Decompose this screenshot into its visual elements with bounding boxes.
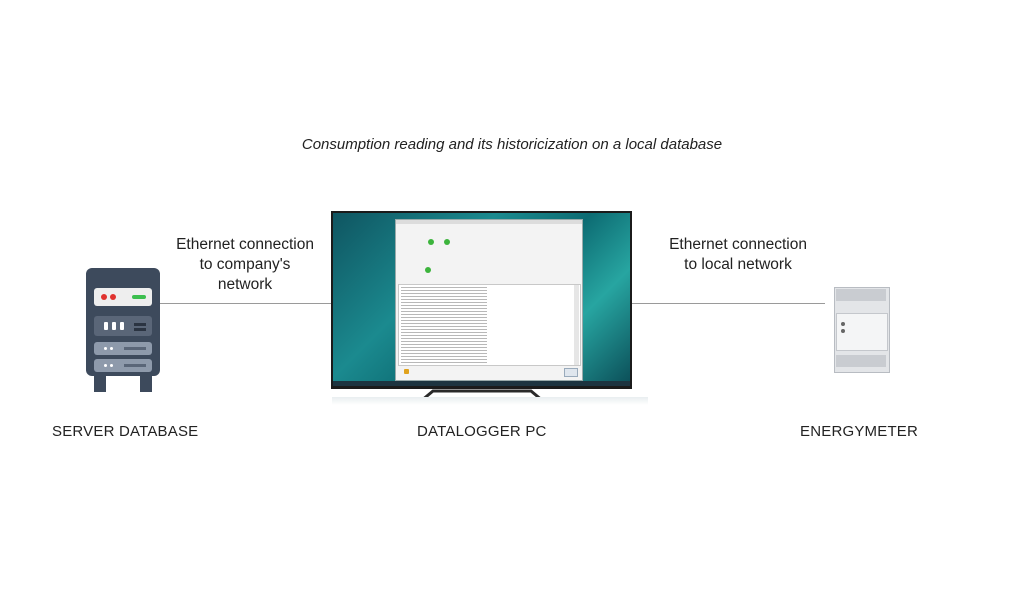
datalogger-app-window [395,219,583,381]
server-led-red-icon [101,294,107,300]
left-connection-label: Ethernet connection to company's network [160,235,330,295]
app-action-button[interactable] [564,368,578,377]
right-connection-line-2: to local network [684,256,792,273]
left-connection-line-2: to company's [199,256,291,273]
left-connection-line-3: network [217,276,273,293]
server-led-green-icon [132,295,146,299]
left-connection-line-1: Ethernet connection [176,236,314,253]
energymeter-terminals-top [836,289,886,301]
energymeter-label: ENERGYMETER [800,423,919,440]
server-rack-unit [94,316,152,336]
log-lines [401,287,487,363]
energymeter-front-panel [836,313,888,351]
energymeter-icon [834,287,890,373]
monitor-stand [417,389,547,403]
server-led-red-icon [110,294,116,300]
left-connection-line [160,303,331,304]
energymeter-led-icon [841,322,845,326]
status-green-icon [425,267,431,273]
log-box [398,284,581,366]
server-top-panel [94,288,152,306]
energymeter-led-icon [841,329,845,333]
datalogger-monitor [331,211,632,389]
diagram-caption: Consumption reading and its historicizat… [301,136,723,153]
energymeter-terminals-bottom [836,355,886,367]
server-icon [86,268,160,394]
app-footer-icon [404,369,409,374]
server-foot [94,376,106,392]
server-rack-unit [94,342,152,355]
monitor-screen [333,213,630,386]
right-connection-label: Ethernet connection to local network [652,235,824,275]
status-green-icon [428,239,434,245]
status-green-icon [444,239,450,245]
os-taskbar [333,381,630,386]
window-titlebar [396,220,582,224]
datalogger-pc-label: DATALOGGER PC [417,423,547,440]
server-rack-unit [94,359,152,372]
right-connection-line [631,303,825,304]
log-scrollbar[interactable] [574,285,579,365]
monitor-reflection [332,397,648,405]
server-database-label: SERVER DATABASE [52,423,199,440]
server-foot [140,376,152,392]
right-connection-line-1: Ethernet connection [669,236,807,253]
